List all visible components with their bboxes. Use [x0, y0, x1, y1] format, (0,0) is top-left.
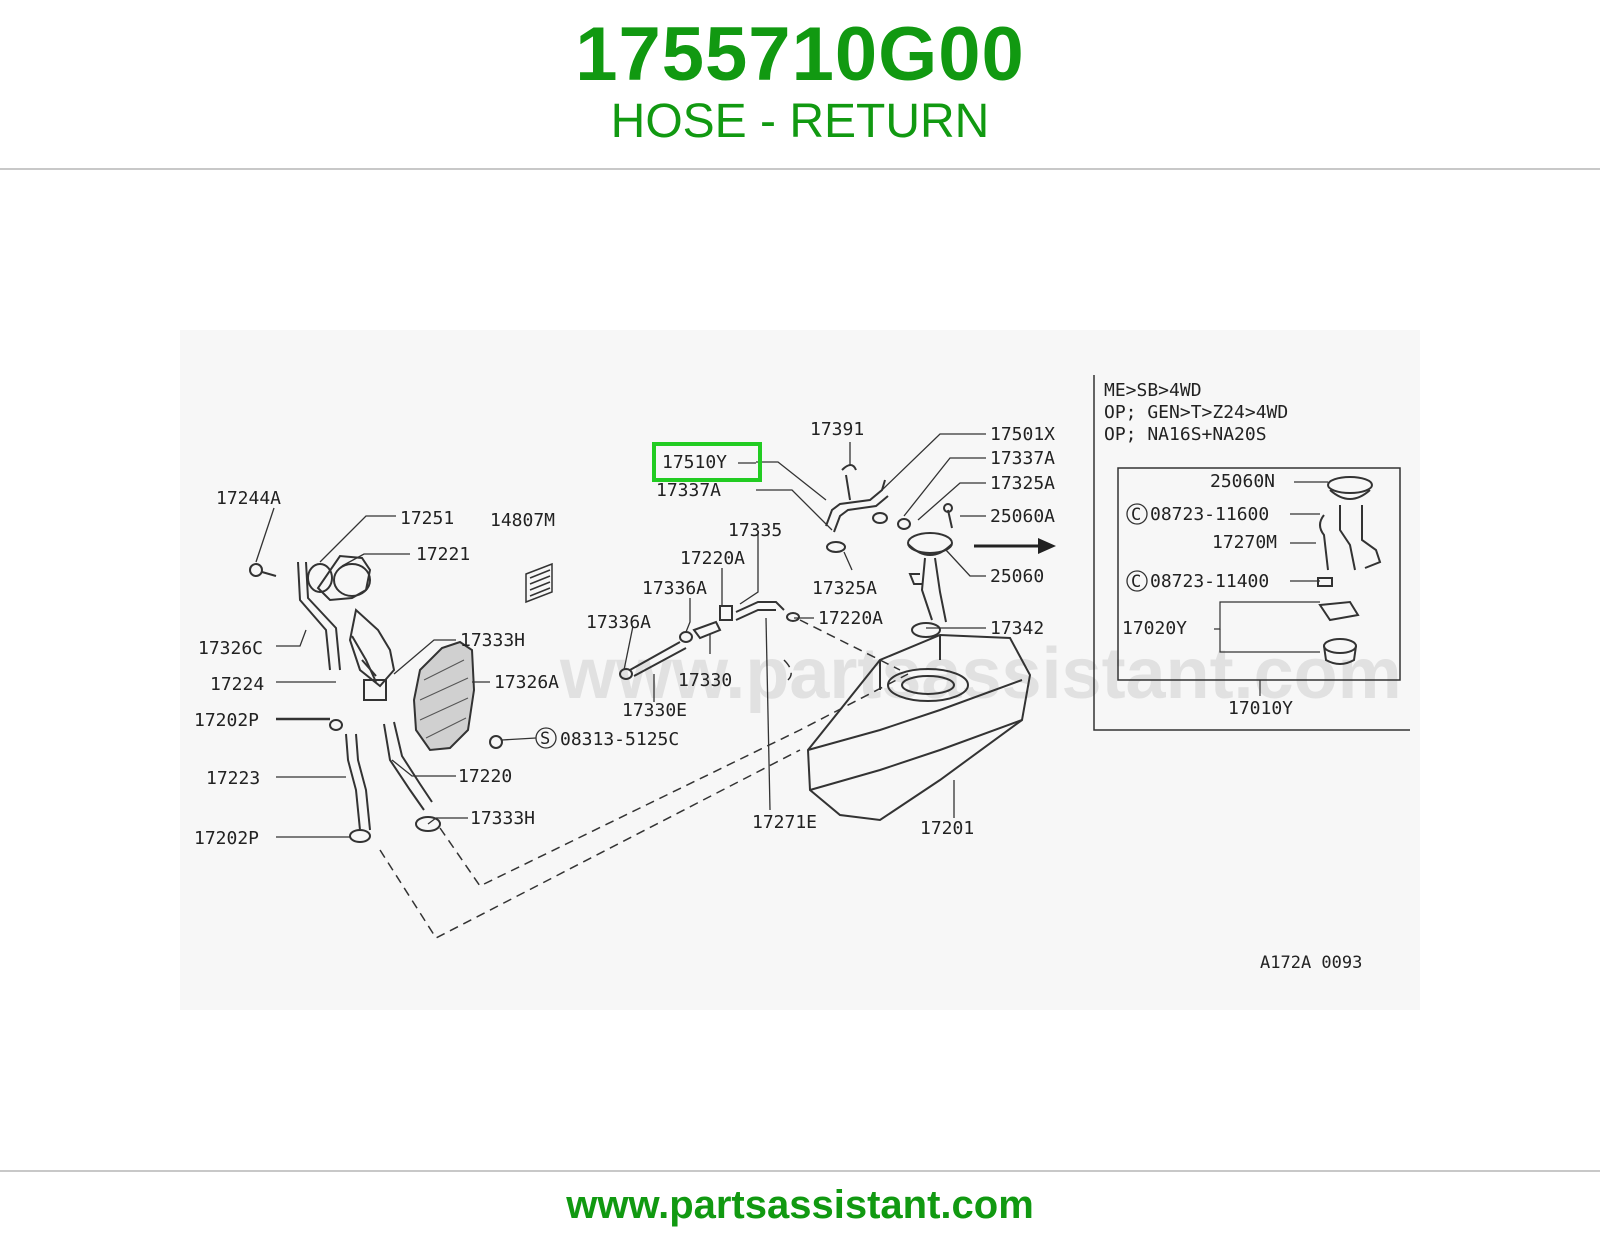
label-17220: 17220: [458, 766, 512, 787]
caution-label-drawing: [525, 562, 553, 604]
circle-c-icon-2: [1126, 570, 1148, 592]
label-17330: 17330: [678, 670, 732, 691]
label-17325a-bottom: 17325A: [812, 578, 877, 599]
label-17223: 17223: [206, 768, 260, 789]
heat-shield-hatch: [419, 659, 469, 739]
leader-lines: [255, 433, 986, 838]
inset-panel: [1093, 375, 1410, 731]
label-17202p-bottom: 17202P: [194, 828, 259, 849]
label-17221: 17221: [416, 544, 470, 565]
arrow-to-inset: [974, 538, 1056, 554]
label-17391: 17391: [810, 419, 864, 440]
label-17342: 17342: [990, 618, 1044, 639]
label-25060n: 25060N: [1210, 471, 1275, 492]
label-25060a: 25060A: [990, 506, 1055, 527]
label-17326a: 17326A: [494, 672, 559, 693]
label-17336a-left: 17336A: [586, 612, 651, 633]
label-17251: 17251: [400, 508, 454, 529]
circle-c-letter: C: [1131, 505, 1141, 525]
label-17271e: 17271E: [752, 812, 817, 833]
label-17010y: 17010Y: [1228, 698, 1293, 719]
vent-hose-drawing: [825, 464, 911, 553]
fuel-tank-drawing: [806, 622, 1032, 822]
label-08723-11600: 08723-11600: [1150, 504, 1269, 525]
part-number-title: 1755710G00: [575, 12, 1025, 97]
filler-hose-drawing: [249, 563, 503, 843]
parts-diagram: www.partsassistant.com ME>SB>4WD OP; GEN…: [180, 330, 1420, 1010]
label-17270m: 17270M: [1212, 532, 1277, 553]
circle-s-icon: [535, 727, 557, 749]
heat-shield-drawing: [412, 640, 476, 752]
return-hose-drawing: [619, 601, 800, 680]
footer-website-link[interactable]: www.partsassistant.com: [566, 1183, 1034, 1227]
circle-c-letter-2: C: [1131, 572, 1141, 592]
diagram-reference-code: A172A 0093: [1260, 953, 1362, 973]
highlight-box-17510y[interactable]: [652, 442, 762, 482]
filler-neck-drawing: [297, 554, 396, 701]
label-17501x: 17501X: [990, 424, 1055, 445]
label-17325a-right: 17325A: [990, 473, 1055, 494]
label-17335: 17335: [728, 520, 782, 541]
label-17220a-top: 17220A: [680, 548, 745, 569]
label-25060: 25060: [990, 566, 1044, 587]
label-17224: 17224: [210, 674, 264, 695]
label-17510y-highlighted[interactable]: 17510Y: [662, 452, 727, 473]
label-17337a-right: 17337A: [990, 448, 1055, 469]
label-17202p-top: 17202P: [194, 710, 259, 731]
sending-unit-drawing: [907, 503, 953, 623]
inset-note-3: OP; NA16S+NA20S: [1104, 424, 1267, 445]
parts-diagram-svg: www.partsassistant.com ME>SB>4WD OP; GEN…: [180, 330, 1420, 1010]
fuel-gauge-unit-drawing: [1317, 476, 1382, 665]
circle-s-letter: S: [540, 729, 550, 749]
label-17337a-left: 17337A: [656, 480, 721, 501]
label-17336a-top: 17336A: [642, 578, 707, 599]
page-header: 1755710G00 HOSE - RETURN: [0, 0, 1600, 168]
inset-note-1: ME>SB>4WD: [1104, 380, 1202, 401]
label-17326c: 17326C: [198, 638, 263, 659]
label-17244a: 17244A: [216, 488, 281, 509]
dashed-routing-lines: [379, 619, 909, 939]
label-17020y: 17020Y: [1122, 618, 1187, 639]
watermark-text: www.partsassistant.com: [559, 634, 1402, 714]
part-name-subtitle: HOSE - RETURN: [610, 95, 990, 148]
label-17330e: 17330E: [622, 700, 687, 721]
label-17333h-top: 17333H: [460, 630, 525, 651]
inset-note-2: OP; GEN>T>Z24>4WD: [1104, 402, 1288, 423]
footer-divider: [0, 1170, 1600, 1172]
label-17333h-bottom: 17333H: [470, 808, 535, 829]
label-08313-5125c: 08313-5125C: [560, 729, 679, 750]
header-divider: [0, 168, 1600, 170]
label-08723-11400: 08723-11400: [1150, 571, 1269, 592]
label-17220a-right: 17220A: [818, 608, 883, 629]
circle-c-icon: [1126, 503, 1148, 525]
label-14807m: 14807M: [490, 510, 555, 531]
label-17201: 17201: [920, 818, 974, 839]
